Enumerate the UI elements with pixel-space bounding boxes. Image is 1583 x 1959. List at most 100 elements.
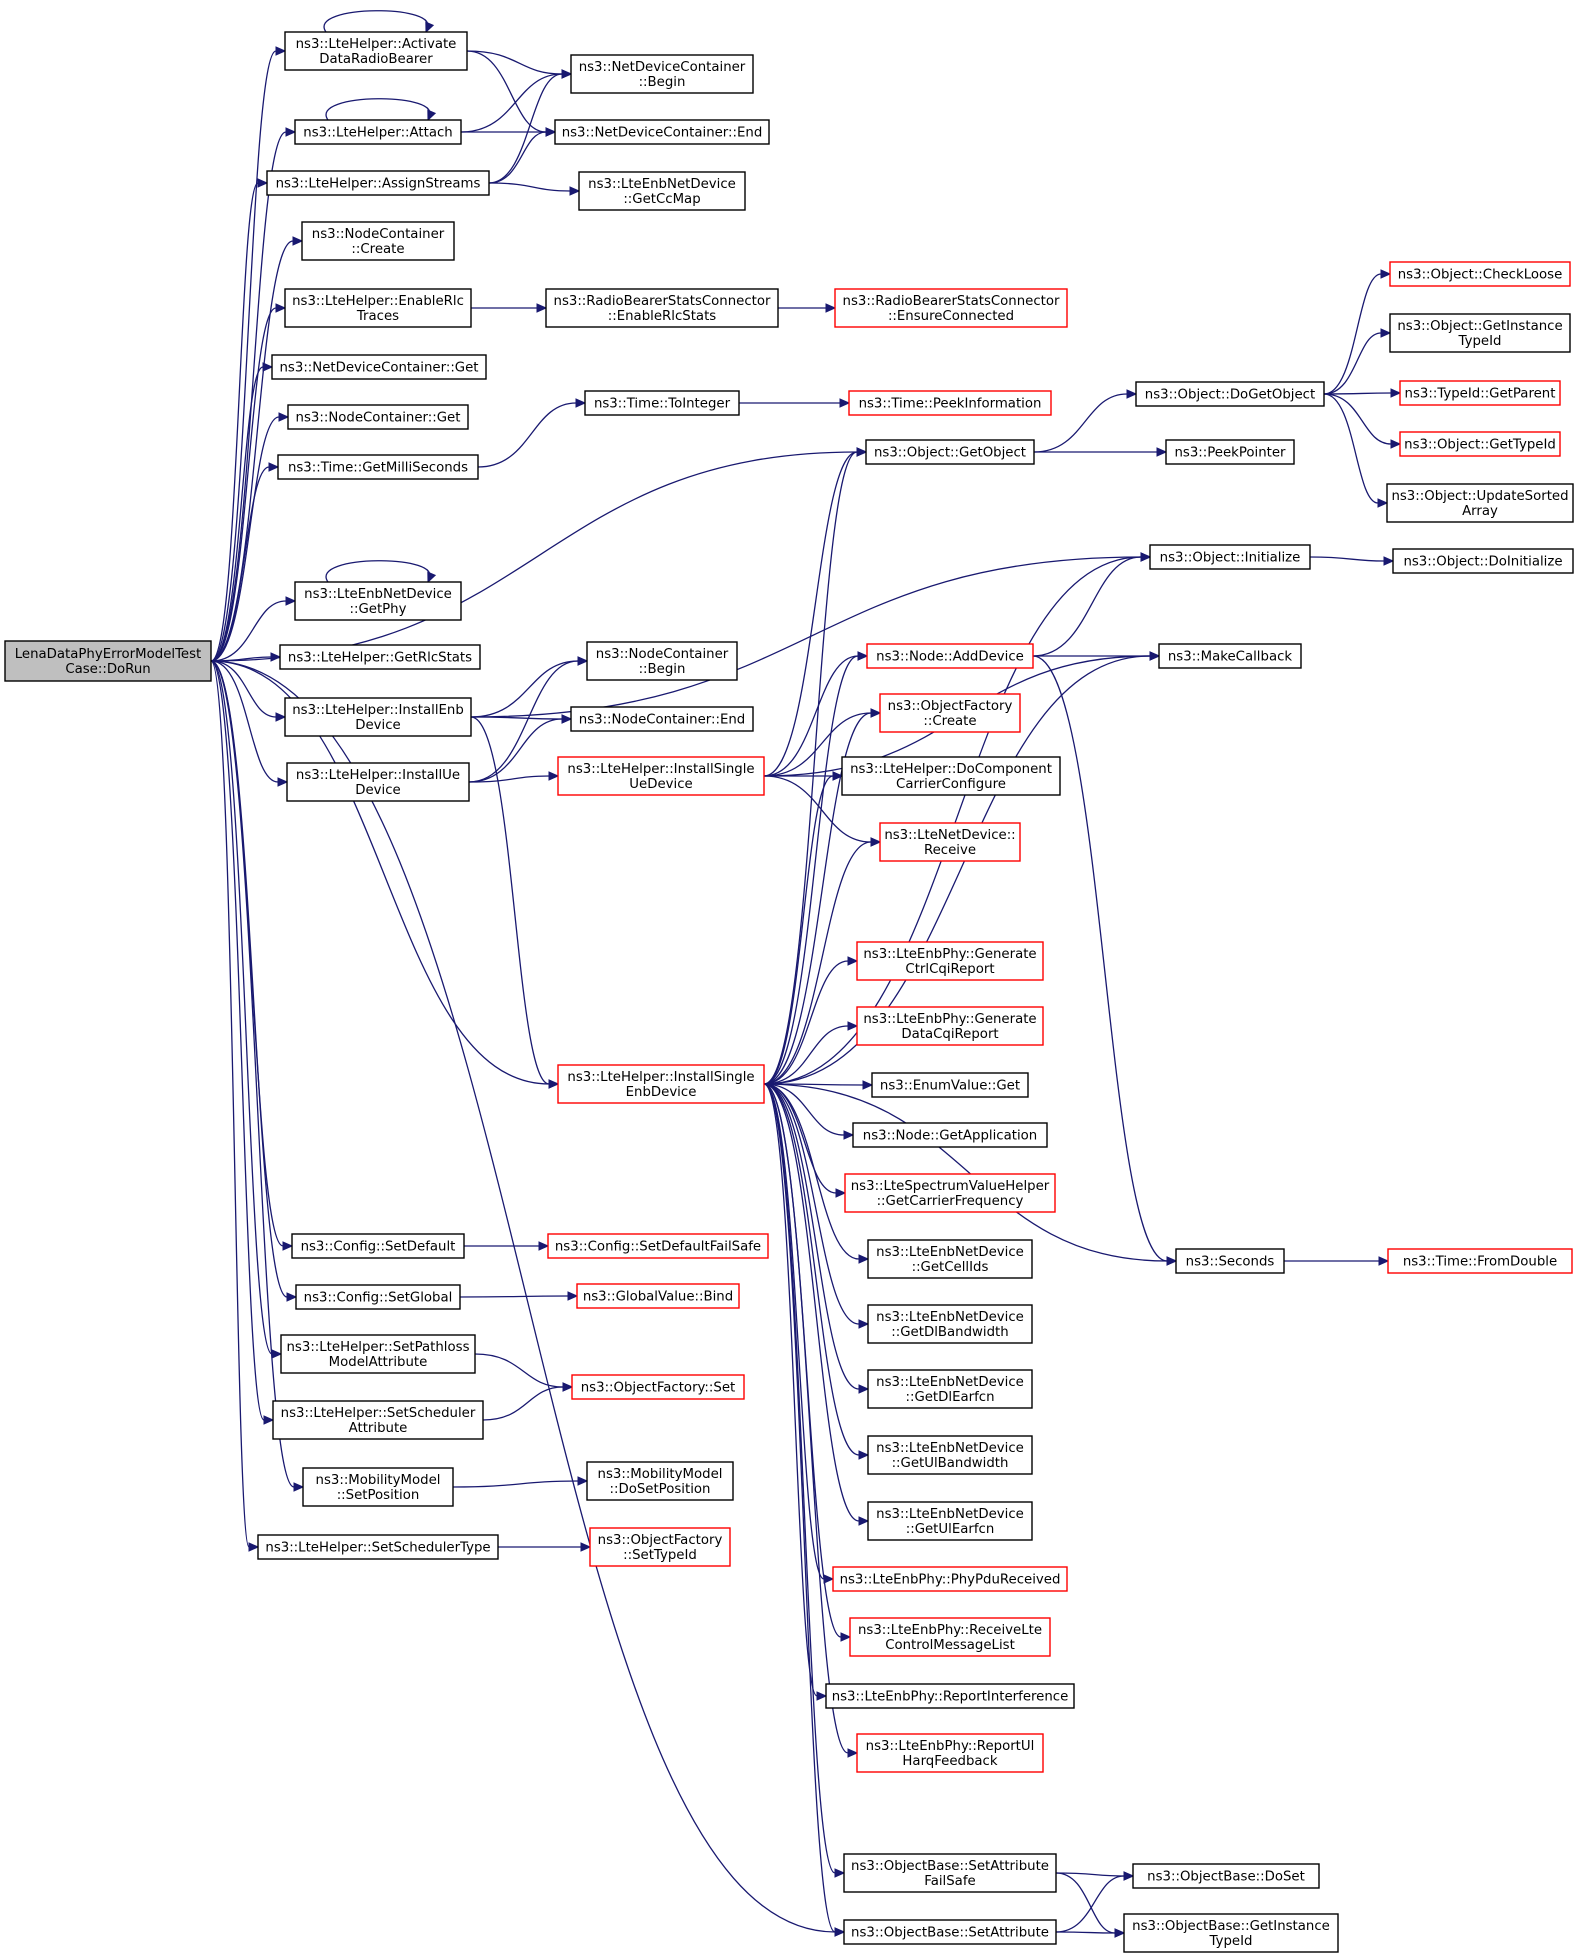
edge-arrowhead [858,1254,870,1264]
node-n23[interactable]: ns3::RadioBearerStatsConnector::EnsureCo… [834,288,1068,328]
edge-n39-n52 [763,1083,870,1394]
edge-n3-n21 [488,182,581,196]
node-n24[interactable]: ns3::Time::ToInteger [584,390,740,416]
node-label: ns3::Object::GetTypeId [1404,438,1556,453]
node-box [271,354,487,380]
node-n35[interactable]: ns3::Object::DoInitialize [1392,548,1574,574]
node-n61[interactable]: ns3::Config::SetDefaultFailSafe [547,1233,769,1259]
node-n26[interactable]: ns3::Object::GetObject [865,439,1035,465]
node-n9[interactable]: ns3::LteEnbNetDevice::GetPhy [294,581,462,621]
node-n8[interactable]: ns3::Time::GetMilliSeconds [277,454,479,480]
edge-line [470,716,563,720]
edge-arrowhead [856,447,868,457]
node-n2[interactable]: ns3::LteHelper::Attach [294,119,462,145]
node-label: ControlMessageList [885,1638,1015,1653]
node-n13[interactable]: ns3::Config::SetDefault [291,1233,465,1259]
node-n47[interactable]: ns3::EnumValue::Get [871,1072,1029,1098]
node-n21[interactable]: ns3::LteEnbNetDevice::GetCcMap [578,171,746,211]
edge-line [210,660,265,1421]
node-n34[interactable]: ns3::Object::Initialize [1149,544,1311,570]
node-box [571,1374,745,1400]
node-n6[interactable]: ns3::NetDeviceContainer::Get [271,354,487,380]
node-n10[interactable]: ns3::LteHelper::GetRlcStats [279,644,481,670]
node-n54[interactable]: ns3::LteEnbNetDevice::GetUlEarfcn [867,1501,1033,1541]
node-label: ns3::LteHelper::InstallSingle [567,762,754,777]
node-n41[interactable]: ns3::MakeCallback [1158,643,1302,669]
edge-line [763,775,834,1085]
edge-line [763,1083,836,1933]
node-n43[interactable]: ns3::LteHelper::DoComponentCarrierConfig… [841,756,1061,796]
node-n17[interactable]: ns3::MobilityModel::SetPosition [302,1467,454,1507]
node-n53[interactable]: ns3::LteEnbNetDevice::GetUlBandwidth [867,1435,1033,1475]
node-n37[interactable]: ns3::NodeContainer::End [570,706,754,732]
node-n3[interactable]: ns3::LteHelper::AssignStreams [266,170,490,196]
node-n20[interactable]: ns3::NetDeviceContainer::End [554,119,770,145]
node-n40[interactable]: ns3::Node::AddDevice [866,643,1034,669]
node-n64[interactable]: ns3::MobilityModel::DoSetPosition [586,1461,734,1501]
edge-line [210,600,287,662]
node-n65[interactable]: ns3::ObjectFactory::SetTypeId [589,1527,731,1567]
edge-line [210,660,279,783]
edge-n39-n44 [763,837,882,1085]
node-n68[interactable]: ns3::ObjectBase::DoSet [1132,1863,1320,1889]
node-n22[interactable]: ns3::RadioBearerStatsConnector::EnableRl… [545,288,779,328]
edge-line [468,718,563,783]
node-label: ns3::LteEnbPhy::ReportUl [866,1739,1035,1754]
node-n51[interactable]: ns3::LteEnbNetDevice::GetDlBandwidth [867,1304,1033,1344]
node-n25[interactable]: ns3::Time::PeekInformation [848,390,1052,416]
node-n55[interactable]: ns3::LteEnbPhy::PhyPduReceived [832,1566,1068,1592]
node-n27[interactable]: ns3::Object::DoGetObject [1135,381,1325,407]
node-label: ns3::ObjectFactory [598,1533,723,1548]
node-n18[interactable]: ns3::LteHelper::SetSchedulerType [257,1534,499,1560]
edge-line [763,1083,845,1136]
node-n49[interactable]: ns3::LteSpectrumValueHelper::GetCarrierF… [844,1173,1056,1213]
edge-line [210,416,280,662]
node-n63[interactable]: ns3::ObjectFactory::Set [571,1374,745,1400]
node-n56[interactable]: ns3::LteEnbPhy::ReceiveLteControlMessage… [849,1617,1051,1657]
node-n28[interactable]: ns3::PeekPointer [1165,439,1295,465]
node-n52[interactable]: ns3::LteEnbNetDevice::GetDlEarfcn [867,1369,1033,1409]
node-n31[interactable]: ns3::TypeId::GetParent [1399,380,1561,406]
node-n32[interactable]: ns3::Object::GetTypeId [1399,431,1561,457]
edge-arrowhead [823,1574,835,1584]
node-n19[interactable]: ns3::NetDeviceContainer::Begin [570,54,754,94]
node-box [284,288,472,328]
node-n44[interactable]: ns3::LteNetDevice::Receive [879,822,1021,862]
node-n48[interactable]: ns3::Node::GetApplication [852,1122,1048,1148]
node-n4[interactable]: ns3::NodeContainer::Create [301,221,455,261]
node-n36[interactable]: ns3::NodeContainer::Begin [586,641,738,681]
node-n62[interactable]: ns3::GlobalValue::Bind [576,1283,740,1309]
node-label: ns3::TypeId::GetParent [1405,387,1556,402]
node-box [557,756,765,796]
edge-n11-n39 [470,716,560,1089]
node-n57[interactable]: ns3::LteEnbPhy::ReportInterference [825,1683,1075,1709]
edge-line [1323,332,1382,395]
node-n67[interactable]: ns3::ObjectBase::SetAttribute [843,1919,1057,1945]
node-n60[interactable]: ns3::Time::FromDouble [1387,1248,1573,1274]
node-n42[interactable]: ns3::ObjectFactory::Create [879,693,1021,733]
node-n7[interactable]: ns3::NodeContainer::Get [287,404,469,430]
node-n59[interactable]: ns3::Seconds [1175,1248,1285,1274]
edge-line [763,841,872,1085]
node-n15[interactable]: ns3::LteHelper::SetPathlossModelAttribut… [280,1334,476,1374]
node-n14[interactable]: ns3::Config::SetGlobal [295,1284,461,1310]
node-n29[interactable]: ns3::Object::CheckLoose [1389,261,1571,287]
edge-n9-n9 [325,560,437,584]
edge-arrowhead [858,1384,870,1394]
node-n50[interactable]: ns3::LteEnbNetDevice::GetCellIds [867,1239,1033,1279]
